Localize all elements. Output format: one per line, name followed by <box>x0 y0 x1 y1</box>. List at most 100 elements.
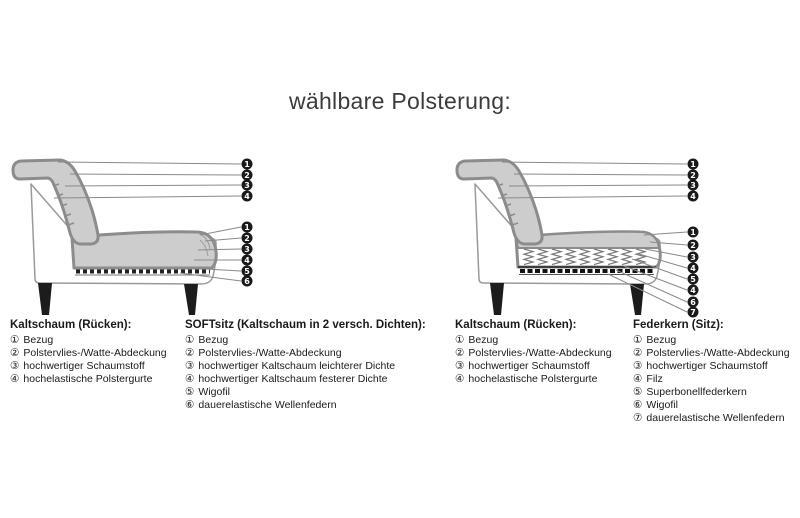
callout-badge: 1 <box>241 158 253 170</box>
seat-callout-line-3 <box>197 248 242 251</box>
item-number: ④ <box>633 373 643 385</box>
seat-callout-line-6 <box>179 272 242 282</box>
item-number: ④ <box>185 373 195 385</box>
item-number: ① <box>633 334 643 346</box>
back-callout-line-3 <box>508 184 688 187</box>
item-number: ② <box>633 347 643 359</box>
svg-text:5: 5 <box>690 275 696 284</box>
list-title: Kaltschaum (Rücken): <box>10 319 132 331</box>
item-text: Superbonellfederkern <box>646 386 747 398</box>
callout-badge: 2 <box>241 169 253 181</box>
item-number: ④ <box>10 373 20 385</box>
item-number: ② <box>455 347 465 359</box>
item-text: Bezug <box>468 334 499 346</box>
callout-badge: 6 <box>687 296 699 308</box>
seat-callout-line-5 <box>631 258 688 280</box>
item-text: Polstervlies-/Watte-Abdeckung <box>468 347 612 359</box>
backrest-strap-notches <box>496 183 519 226</box>
svg-text:2: 2 <box>690 241 696 250</box>
seat-callout-line-1 <box>199 226 242 236</box>
item-number: ① <box>455 334 465 346</box>
item-text: hochelastische Polstergurte <box>23 373 153 385</box>
item-text: hochwertiger Schaumstoff <box>23 360 145 372</box>
item-text: dauerelastische Wellenfedern <box>646 412 785 424</box>
callout-badge: 4 <box>241 190 253 202</box>
svg-text:3: 3 <box>244 181 250 190</box>
callout-badge: 2 <box>687 239 699 251</box>
item-number: ③ <box>10 360 20 372</box>
callout-badge: 1 <box>687 158 699 170</box>
svg-text:2: 2 <box>244 234 250 243</box>
item-number: ④ <box>455 373 465 385</box>
item-number: ⑦ <box>633 412 643 424</box>
svg-text:4: 4 <box>244 192 250 201</box>
back-callout-line-4 <box>53 195 242 199</box>
seat-callout-line-2 <box>649 241 688 246</box>
callout-badge: 3 <box>687 251 699 263</box>
back-callout-line-3 <box>64 184 242 187</box>
seat-top-foam-layer <box>515 230 660 249</box>
backrest <box>455 158 544 246</box>
svg-text:4: 4 <box>690 264 696 273</box>
item-text: hochwertiger Schaumstoff <box>468 360 590 372</box>
svg-text:1: 1 <box>690 228 696 237</box>
item-number: ③ <box>185 360 195 372</box>
seat-callout-line-7 <box>615 269 688 303</box>
backrest <box>11 158 100 246</box>
diagram-left-softsitz: 1 2 3 4 1 2 3 4 5 6 <box>8 148 258 323</box>
svg-text:6: 6 <box>244 277 250 286</box>
svg-text:2: 2 <box>244 171 250 180</box>
callout-badge: 6 <box>241 275 253 287</box>
rear-leg <box>184 284 198 315</box>
seat-callout-line-3 <box>644 248 688 258</box>
svg-text:4: 4 <box>244 256 250 265</box>
list-title: Federkern (Sitz): <box>633 319 724 331</box>
seat-callout-line-2 <box>204 237 242 242</box>
seat-callout-line-5 <box>186 267 242 272</box>
item-text: Polstervlies-/Watte-Abdeckung <box>23 347 167 359</box>
back-callout-line-1 <box>57 161 242 165</box>
svg-text:3: 3 <box>244 245 250 254</box>
item-number: ① <box>10 334 20 346</box>
callout-badge: 7 <box>687 306 699 318</box>
item-text: Wigofil <box>198 386 230 398</box>
item-text: hochwertiger Kaltschaum leichterer Dicht… <box>198 360 396 372</box>
sofa-illustration-right: 1 2 3 4 1 2 3 4 5 4 6 7 <box>455 158 699 318</box>
svg-text:3: 3 <box>690 181 696 190</box>
back-callout-line-2 <box>69 173 242 176</box>
item-number: ③ <box>455 360 465 372</box>
svg-text:1: 1 <box>690 160 696 169</box>
callout-badge: 3 <box>241 243 253 255</box>
item-text: Filz <box>646 373 663 385</box>
item-number: ⑤ <box>633 386 643 398</box>
callout-badge: 3 <box>687 179 699 191</box>
front-leg <box>490 283 504 315</box>
callout-badge: 4 <box>241 254 253 266</box>
callout-badge: 4 <box>687 284 699 296</box>
svg-text:6: 6 <box>690 298 696 307</box>
svg-text:5: 5 <box>244 267 250 276</box>
svg-text:4: 4 <box>690 192 696 201</box>
callout-badge: 2 <box>687 169 699 181</box>
svg-text:1: 1 <box>244 223 250 232</box>
item-number: ⑤ <box>185 386 195 398</box>
callout-badge: 3 <box>241 179 253 191</box>
item-number: ① <box>185 334 195 346</box>
layer-list-softsitz: SOFTsitz (Kaltschaum in 2 versch. Dichte… <box>185 318 430 412</box>
